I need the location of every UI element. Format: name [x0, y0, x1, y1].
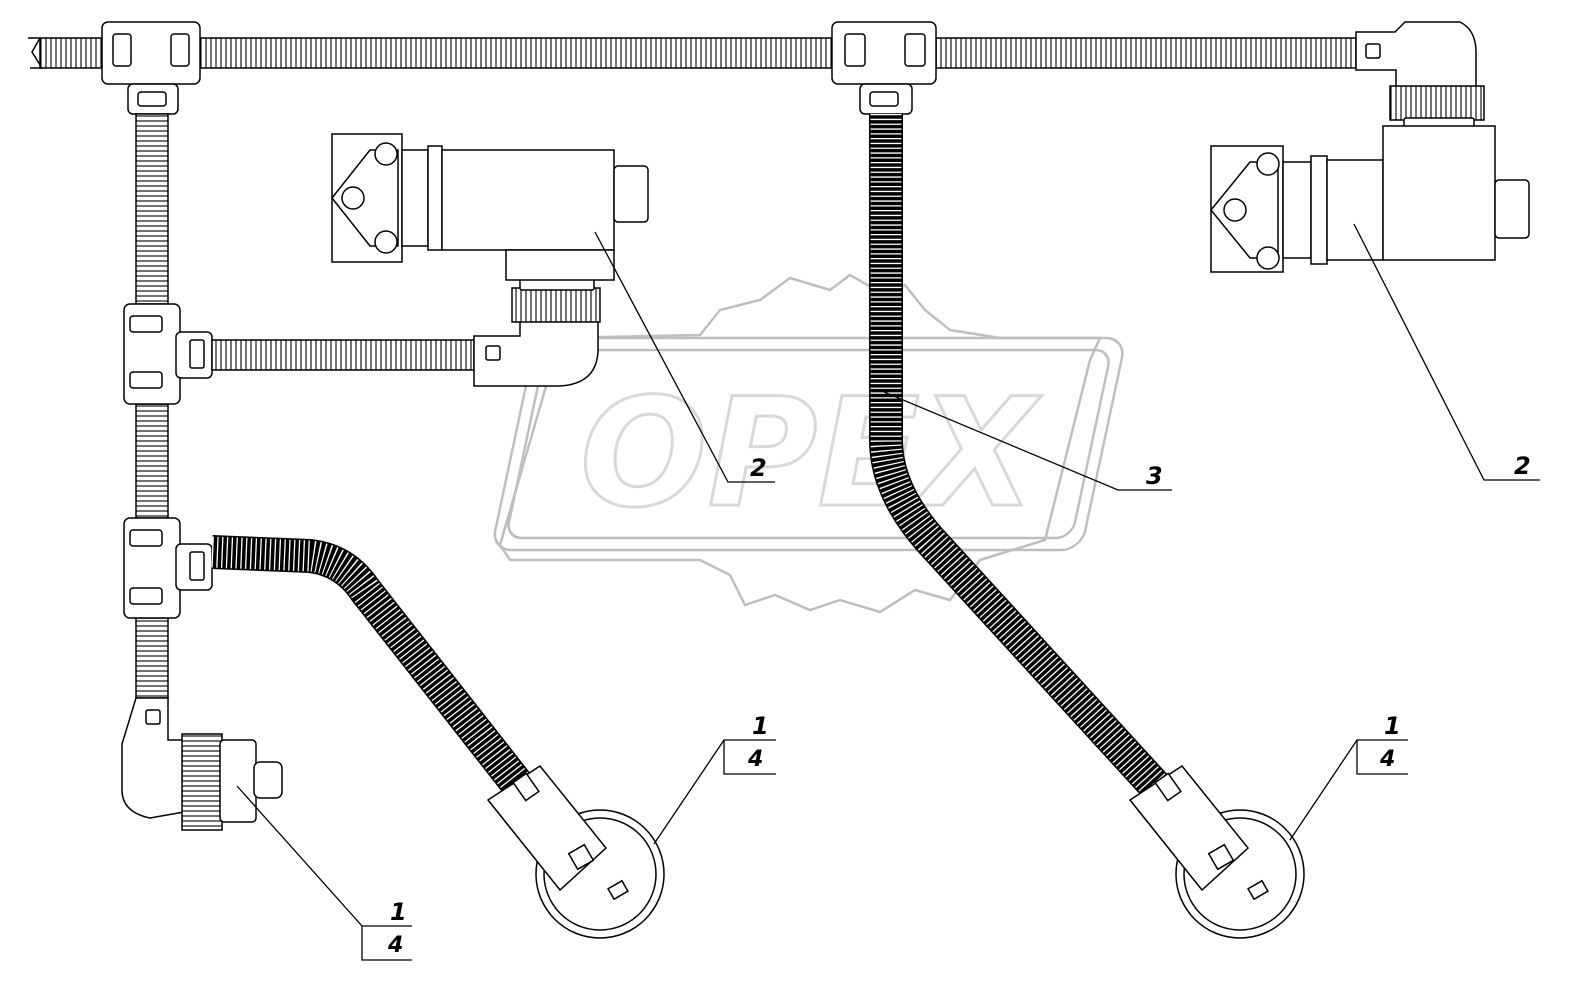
tube-segment [211, 339, 475, 371]
callout-label: 1 [1384, 712, 1401, 740]
ring-terminal-icon [486, 765, 665, 939]
callout-label: 2 [1514, 452, 1531, 480]
angled-connector-icon [473, 277, 601, 387]
callout-leaders [236, 223, 1540, 961]
angled-connector-icon [121, 697, 283, 831]
left-branch [121, 113, 601, 831]
t-junction [123, 303, 213, 405]
watermark: OPEX [493, 273, 1124, 614]
callout-label: 1 [390, 898, 407, 926]
tube-segment [199, 37, 833, 69]
center-branch [869, 114, 1181, 812]
callout-sublabel: 4 [387, 933, 403, 958]
solenoid-connector-icon [1210, 125, 1530, 273]
tube-segment [135, 617, 169, 699]
tube-segment [135, 113, 169, 305]
watermark-text: OPEX [580, 367, 1042, 541]
ring-terminal-icon [1128, 765, 1305, 939]
harness-cut-end [28, 37, 44, 69]
main-harness [28, 21, 1485, 129]
tube-segment [135, 403, 169, 519]
solenoid-connector-icon [331, 133, 649, 281]
curved-tube-outline [869, 114, 1181, 812]
curved-tube-ribs [211, 536, 535, 800]
callout-sublabel: 4 [747, 747, 763, 772]
t-junction [101, 21, 201, 115]
callout-label: 2 [750, 454, 767, 482]
t-junction [831, 21, 937, 115]
angled-connector-icon [1355, 21, 1485, 129]
callout-label: 1 [752, 712, 769, 740]
t-junction [123, 517, 213, 619]
tube-segment [39, 37, 103, 69]
callout-labels: 2 3 2 1 4 1 4 1 4 [387, 452, 1531, 958]
callout-label: 3 [1146, 462, 1163, 490]
tube-segment [935, 37, 1357, 69]
callout-sublabel: 4 [1379, 747, 1395, 772]
